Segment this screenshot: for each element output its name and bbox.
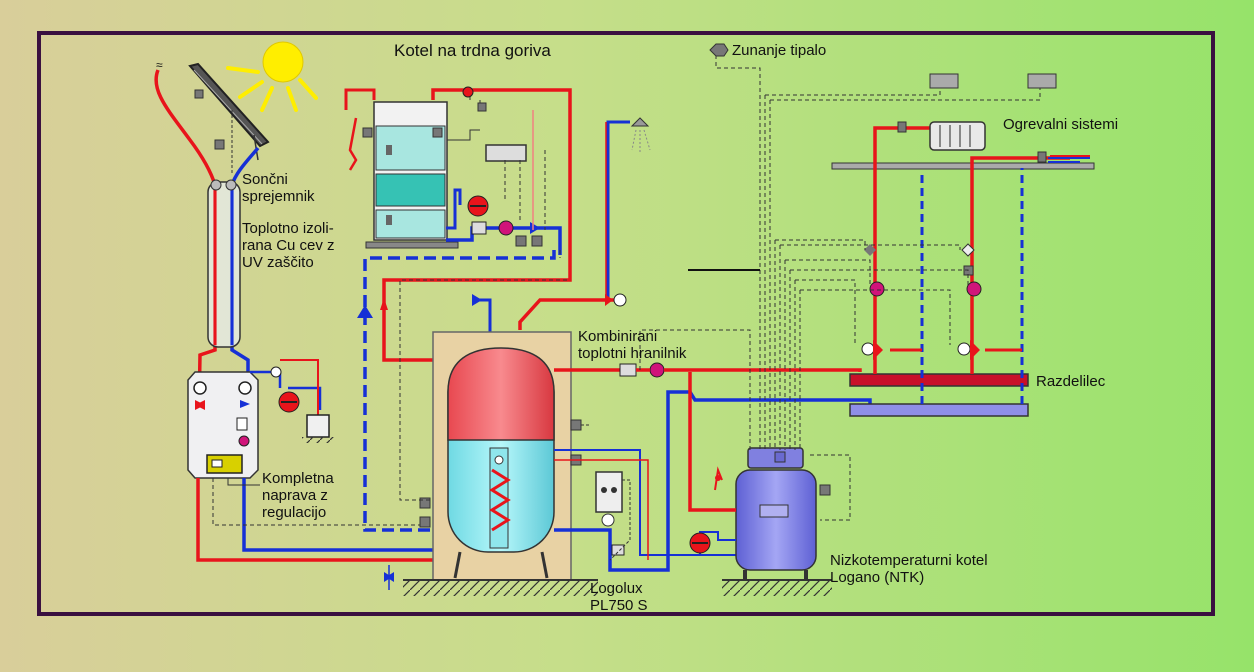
solid-fuel-boiler — [362, 101, 459, 249]
boiler-controller — [485, 144, 527, 162]
heating-systems-label: Ogrevalni sistemi — [1003, 116, 1119, 133]
outdoor-sensor-label: Zunanje tipalo — [732, 42, 827, 59]
dhw-controller — [595, 471, 623, 513]
outdoor-sensor-icon — [709, 43, 729, 57]
combined-storage-label: Kombinirani toplotni hranilnik — [578, 328, 687, 362]
solar-collector-label: Sončni sprejemnik — [242, 171, 315, 205]
valve-icon — [384, 572, 394, 582]
combined-storage-tank — [447, 347, 555, 579]
manifold-cold — [849, 403, 1029, 417]
shower-icon — [605, 117, 651, 300]
pump-icon — [498, 220, 514, 236]
tank-ground — [403, 580, 598, 596]
manifold-label: Razdelilec — [1036, 373, 1106, 390]
svg-text:≈: ≈ — [156, 58, 163, 72]
diagram-frame — [37, 31, 1215, 616]
expansion-vessel-icon — [250, 359, 336, 443]
solar-collector-panel — [188, 62, 270, 175]
insulated-pipe-tube — [207, 181, 241, 348]
sun-icon — [226, 41, 318, 112]
low-temp-boiler-label: Nizkotemperaturni kotel Logano (NTK) — [830, 552, 988, 586]
solar-station-unit — [187, 371, 259, 479]
heating-rail — [831, 162, 1095, 170]
ntk-boiler — [735, 447, 817, 580]
complete-unit-label: Kompletna naprava z regulacijo — [262, 470, 334, 521]
solar-control-line — [227, 478, 260, 486]
manifold-hot — [849, 373, 1029, 387]
radiator-icon — [929, 121, 986, 151]
logolux-label: Logolux PL750 S — [590, 580, 648, 614]
ntk-ground — [722, 580, 832, 596]
solid-fuel-boiler-label: Kotel na trdna goriva — [394, 41, 551, 60]
insulated-pipe-label: Toplotno izoli- rana Cu cev z UV zaščito — [242, 220, 335, 271]
control-wiring — [399, 55, 1041, 501]
